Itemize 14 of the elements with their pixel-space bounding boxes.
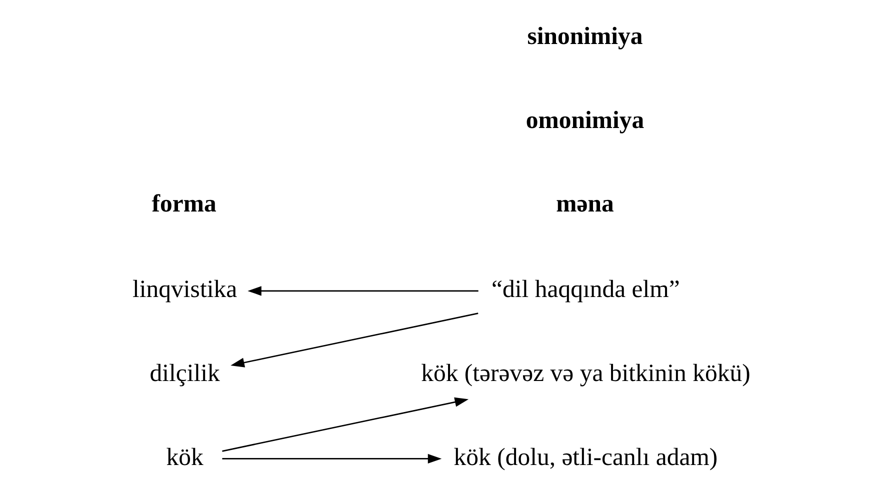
node-text: linqvistika: [132, 276, 237, 302]
node-text: dilçilik: [149, 359, 220, 386]
label: omonimiya: [525, 106, 644, 134]
node-text: kök: [166, 443, 203, 470]
node-text: kök (tərəvəz və ya bitkinin kökü): [420, 359, 750, 386]
arrow: [222, 453, 442, 464]
node-text: kök (dolu, ətli-canlı adam): [453, 443, 718, 470]
arrow: [222, 396, 468, 452]
label: məna: [556, 190, 614, 218]
label: sinonimiya: [526, 22, 642, 50]
arrow: [230, 312, 478, 367]
node-text: “dil haqqında elm”: [491, 276, 680, 302]
label: forma: [151, 190, 216, 218]
arrow: [247, 286, 478, 296]
